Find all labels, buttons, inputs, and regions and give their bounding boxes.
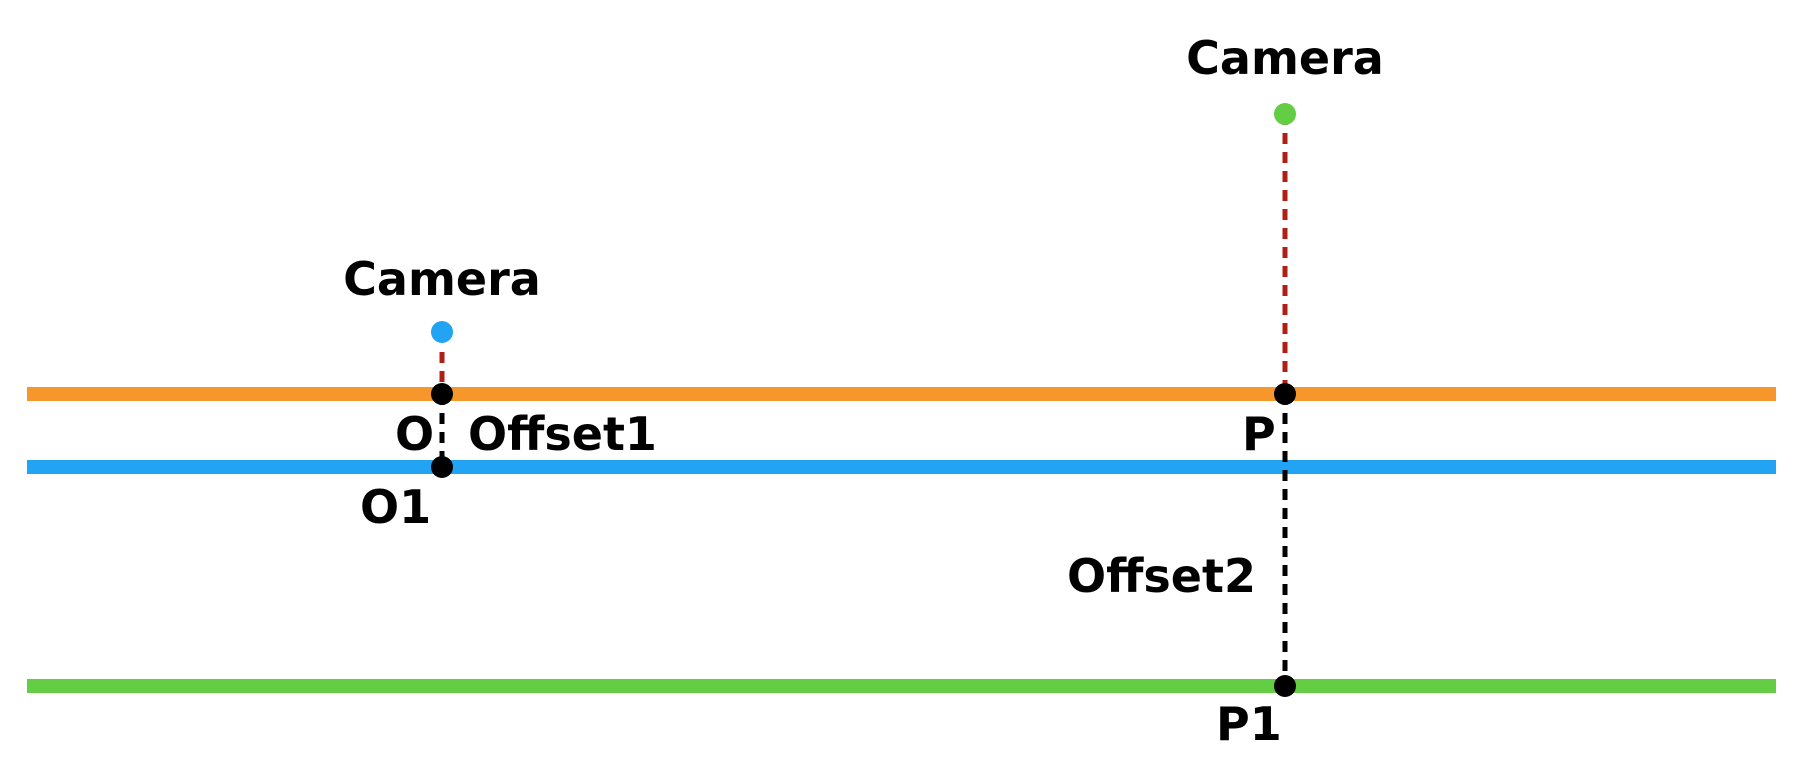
- point-o1-label: O1: [360, 480, 431, 534]
- offset2-label: Offset2: [1067, 549, 1256, 603]
- camera-left-label: Camera: [343, 252, 541, 306]
- point-o-label: O: [395, 407, 434, 461]
- point-o-dot: [431, 383, 453, 405]
- point-p-label: P: [1242, 407, 1276, 461]
- camera-right-dot: [1274, 103, 1296, 125]
- point-o1-dot: [431, 456, 453, 478]
- point-p1-label: P1: [1216, 697, 1282, 751]
- camera-left-dot: [431, 321, 453, 343]
- camera-right-label: Camera: [1186, 31, 1384, 85]
- point-p-dot: [1274, 383, 1296, 405]
- offset1-label: Offset1: [468, 407, 657, 461]
- point-p1-dot: [1274, 675, 1296, 697]
